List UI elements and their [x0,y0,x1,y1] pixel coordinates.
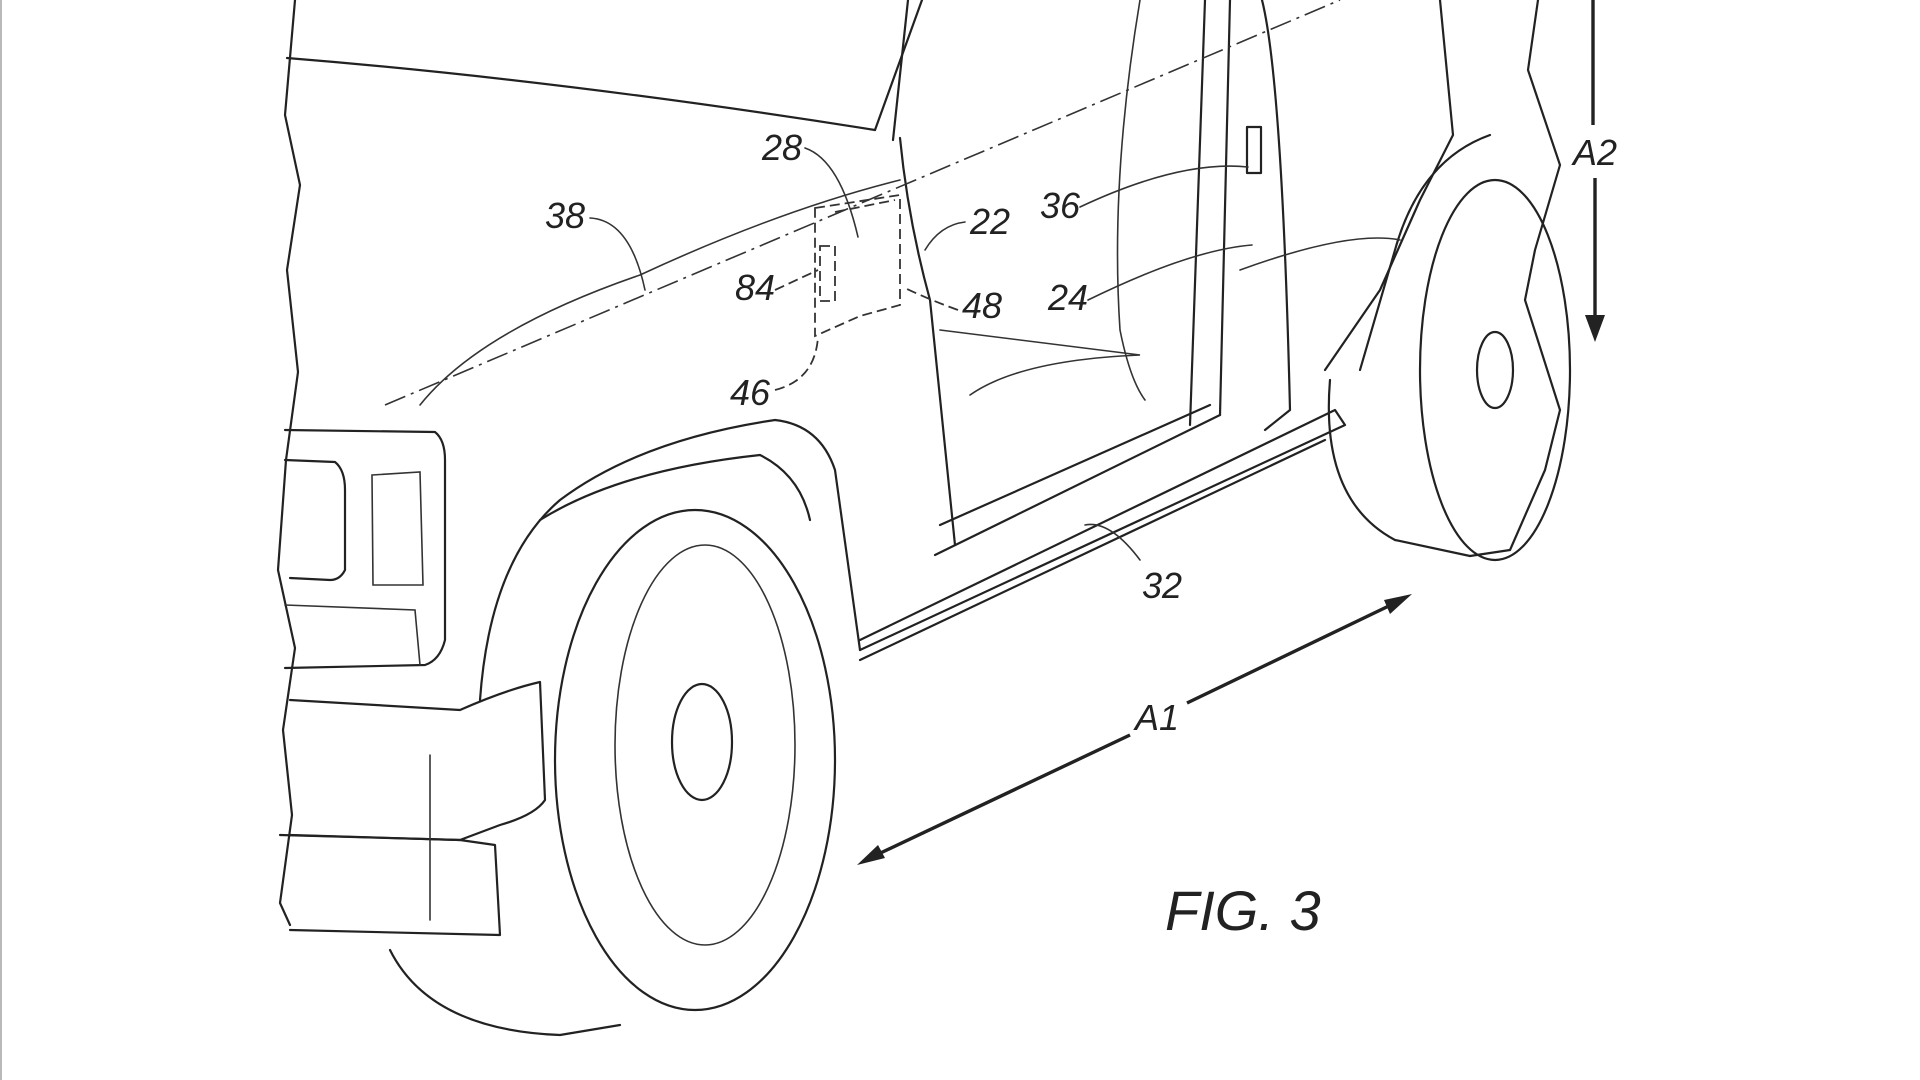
leader-46 [774,336,819,391]
module-28-outline [814,193,901,338]
grille-lower [284,604,421,666]
label-a1: A1 [1133,697,1179,738]
module-84-outline [819,245,836,302]
module-48-outline [834,199,896,213]
rocker-lower [858,438,1327,662]
leader-48 [904,287,959,311]
break-line [276,0,302,927]
rocker-panel [858,408,1347,652]
arrow-a1-lower [871,733,1131,859]
label-84: 84 [735,267,775,308]
leader-22 [924,221,966,251]
rear-wheel-arch [1358,133,1492,372]
front-tire-side [388,948,622,1037]
figure-title: FIG. 3 [1165,879,1321,942]
interior-line [1239,237,1401,271]
label-48: 48 [962,285,1002,326]
interior-floor [939,329,1141,396]
label-22: 22 [969,201,1010,242]
rear-wheel [1418,178,1572,562]
b-pillar-rear [1260,0,1292,432]
label-32: 32 [1142,565,1182,606]
b-pillar-mid [1218,0,1232,417]
hood-top-edge [285,56,877,132]
leader-28 [804,147,859,238]
a-pillar-inner [891,0,910,142]
door-sill-inner [938,403,1212,527]
label-46: 46 [730,372,771,413]
arrow-a1-upper [1186,601,1396,705]
door-sill [933,413,1222,557]
b-pillar-front [1188,0,1207,427]
seat-outline [1116,0,1146,401]
rear-tire-side [1327,378,1472,558]
leader-36 [1079,165,1249,208]
front-wheel [553,508,837,1012]
label-38: 38 [545,195,585,236]
front-fender-arch-inner [538,453,812,522]
leader-32 [1084,523,1141,561]
fender-line [898,136,957,547]
hood-crease [419,179,901,406]
rear-pillar [1323,0,1455,372]
label-24: 24 [1047,277,1088,318]
centerline-38 [384,0,1341,406]
component-36 [1245,125,1263,175]
headlight-lamp [371,471,424,586]
leader-24 [1087,244,1253,301]
headlight-housing [283,428,447,670]
bumper-lower [278,833,502,937]
page-border [0,0,2,1080]
arrow-a1-head-right [1384,594,1412,614]
rear-quarter [1468,0,1562,558]
a-pillar [873,0,924,132]
leader-84 [774,269,819,291]
label-a2: A2 [1571,132,1617,173]
leader-38 [589,217,646,291]
rear-hub [1475,330,1515,410]
front-hub [670,682,734,802]
front-wheel-inner [614,544,796,946]
label-36: 36 [1040,185,1081,226]
bumper [288,680,547,842]
label-28: 28 [761,127,802,168]
front-fender-arch [478,418,862,702]
headlight-lens [283,458,347,582]
arrow-a2-head [1585,315,1605,342]
arrow-a1-head-left [857,845,885,865]
